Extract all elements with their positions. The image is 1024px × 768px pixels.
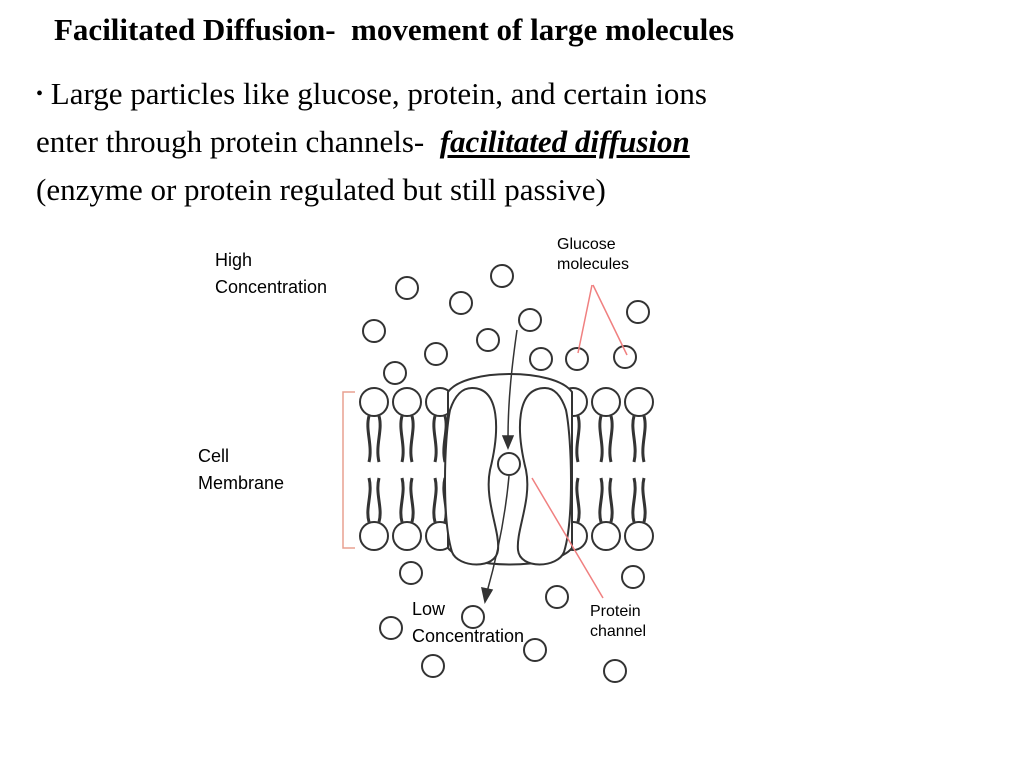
label-protein-line2: channel — [590, 623, 646, 640]
bullet-line-1: • Large particles like glucose, protein,… — [36, 70, 996, 118]
bullet-paragraph: • Large particles like glucose, protein,… — [36, 70, 996, 214]
lipid-tail — [432, 477, 438, 523]
lipid-tail — [442, 415, 448, 463]
lipid-tail — [608, 477, 614, 523]
glucose-molecule — [383, 361, 407, 385]
bullet-line-1-text: Large particles like glucose, protein, a… — [50, 76, 707, 111]
lipid-tail — [409, 415, 415, 463]
lipid-tail — [376, 477, 382, 523]
callout-glucose-a — [577, 284, 593, 354]
arrow-head-top — [501, 435, 515, 450]
glucose-molecule — [603, 659, 627, 683]
glucose-molecule — [476, 328, 500, 352]
glucose-molecule — [626, 300, 650, 324]
callout-glucose-b — [592, 284, 628, 356]
phospholipid-head — [359, 521, 389, 551]
arrow-path-top — [507, 329, 518, 439]
phospholipid-head — [392, 521, 422, 551]
glucose-molecule — [545, 585, 569, 609]
protein-channel-left-subunit — [444, 386, 500, 566]
slide-title: Facilitated Diffusion- movement of large… — [54, 12, 735, 47]
callout-lines — [531, 284, 628, 599]
glucose-molecule — [621, 565, 645, 589]
phospholipid-head — [359, 387, 389, 417]
arrow-path-bottom — [486, 475, 510, 593]
lipid-tail — [575, 415, 581, 463]
glucose-molecule — [424, 342, 448, 366]
label-low-line2: Concentration — [412, 626, 524, 646]
glucose-molecule — [379, 616, 403, 640]
glucose-molecule — [421, 654, 445, 678]
lipid-tail — [366, 415, 372, 463]
glucose-molecules — [362, 264, 650, 683]
lipid-tail — [376, 415, 382, 463]
lipid-tail — [399, 477, 405, 523]
bullet-line-2-text: enter through protein channels- — [36, 124, 440, 159]
glucose-molecule — [518, 308, 542, 332]
membrane-bracket — [342, 391, 355, 549]
bullet-line-2: enter through protein channels- facilita… — [36, 118, 996, 166]
phospholipid-head — [624, 521, 654, 551]
label-glucose-line2: molecules — [557, 256, 629, 273]
phospholipid-head — [624, 387, 654, 417]
lipid-tail — [608, 415, 614, 463]
protein-channel — [444, 373, 573, 566]
glucose-molecule — [461, 605, 485, 629]
glucose-molecule — [395, 276, 419, 300]
lipid-tail — [641, 477, 647, 523]
glucose-molecule — [613, 345, 637, 369]
lipid-tail — [598, 477, 604, 523]
phospholipid-head — [591, 387, 621, 417]
label-glucose-line1: Glucose — [557, 236, 616, 253]
phospholipid-head — [392, 387, 422, 417]
lipid-tail — [366, 477, 372, 523]
glucose-molecule — [490, 264, 514, 288]
glucose-molecule — [523, 638, 547, 662]
label-membrane-line1: Cell — [198, 446, 229, 466]
lipid-tail — [399, 415, 405, 463]
lipid-tail — [631, 477, 637, 523]
lipid-tail — [598, 415, 604, 463]
phospholipid-head — [591, 521, 621, 551]
label-low-line1: Low — [412, 599, 446, 619]
glucose-molecule — [362, 319, 386, 343]
label-membrane-line2: Membrane — [198, 473, 284, 493]
label-high-line1: High — [215, 250, 252, 270]
molecule-in-channel — [497, 452, 521, 476]
bullet-line-3: (enzyme or protein regulated but still p… — [36, 172, 606, 207]
callout-protein — [531, 477, 604, 599]
emphasis-term: facilitated diffusion — [439, 124, 690, 159]
lipid-tail — [432, 415, 438, 463]
lipid-tail — [641, 415, 647, 463]
glucose-molecule — [449, 291, 473, 315]
glucose-molecule — [565, 347, 589, 371]
bullet-icon: • — [36, 83, 44, 105]
lipid-tail — [575, 477, 581, 523]
label-protein-line1: Protein — [590, 603, 641, 620]
label-high-line2: Concentration — [215, 277, 327, 297]
arrow-head-bottom — [481, 587, 494, 605]
lipid-tail — [409, 477, 415, 523]
lipid-tail — [631, 415, 637, 463]
glucose-molecule — [399, 561, 423, 585]
glucose-molecule — [529, 347, 553, 371]
diffusion-arrows — [481, 329, 518, 605]
